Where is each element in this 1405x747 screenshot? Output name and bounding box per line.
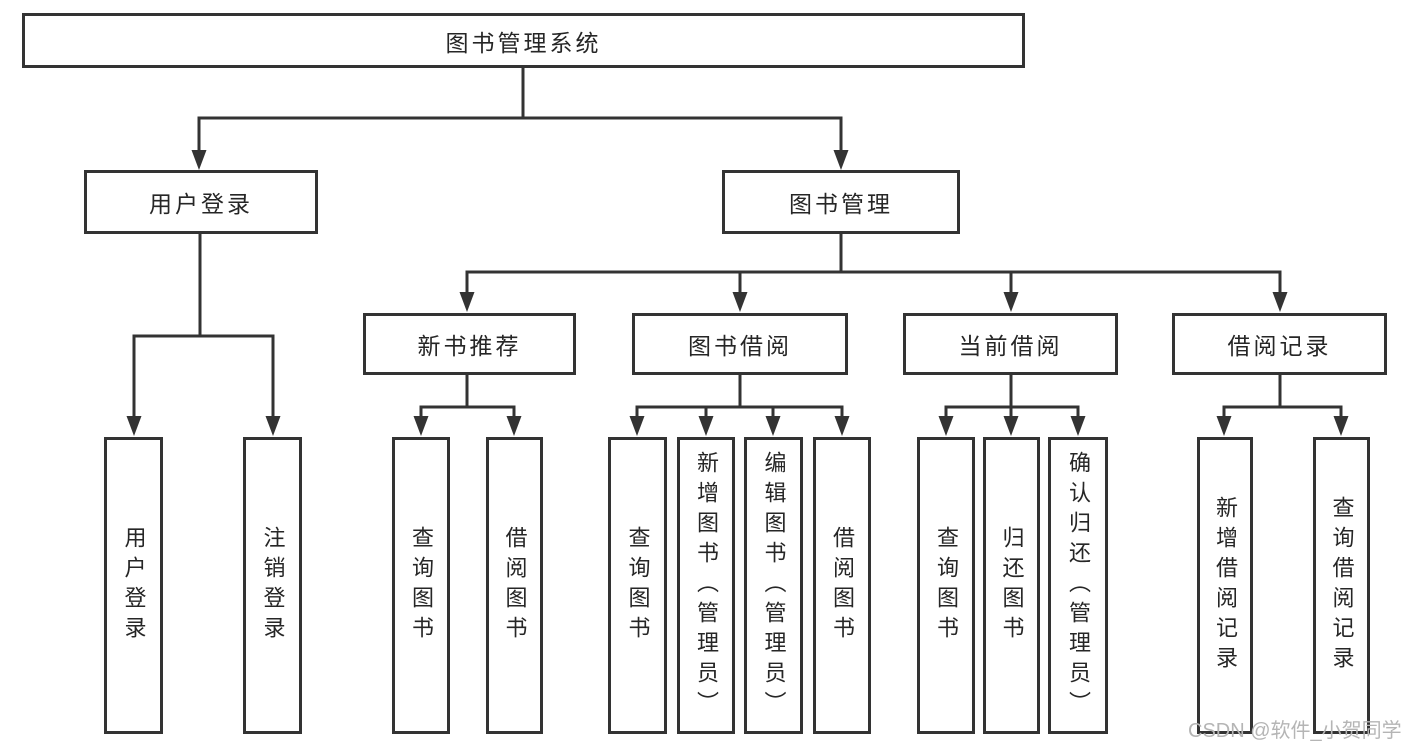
- arrowheads: [126, 150, 1349, 436]
- leaf-add-borrow-record: 新增借阅记录: [1197, 437, 1253, 734]
- leaf-confirm-return-admin: 确认归还（管理员）: [1048, 437, 1108, 734]
- node-current-borrow-label: 当前借阅: [958, 333, 1063, 359]
- leaf-query-books-recommend: 查询图书: [392, 437, 450, 734]
- leaf-edit-book-admin: 编辑图书（管理员）: [744, 437, 803, 734]
- node-book-borrow: 图书借阅: [632, 313, 848, 375]
- node-borrow-records-label: 借阅记录: [1227, 333, 1332, 359]
- leaf-query-books-current: 查询图书: [917, 437, 975, 734]
- leaf-return-book: 归还图书: [983, 437, 1040, 734]
- leaf-borrow-books: 借阅图书: [813, 437, 871, 734]
- leaf-user-login: 用户登录: [104, 437, 163, 734]
- node-root: 图书管理系统: [22, 13, 1025, 68]
- node-new-book-recommend: 新书推荐: [363, 313, 576, 375]
- leaf-query-books-borrow: 查询图书: [608, 437, 667, 734]
- node-borrow-records: 借阅记录: [1172, 313, 1387, 375]
- leaf-query-borrow-record: 查询借阅记录: [1313, 437, 1370, 734]
- node-book-borrow-label: 图书借阅: [688, 333, 792, 359]
- node-current-borrow: 当前借阅: [903, 313, 1118, 375]
- leaf-logout: 注销登录: [243, 437, 302, 734]
- node-user-login-label: 用户登录: [149, 191, 253, 217]
- node-book-management: 图书管理: [722, 170, 960, 234]
- watermark: CSDN @软件_小贺同学: [1188, 720, 1402, 742]
- node-book-management-label: 图书管理: [789, 191, 893, 217]
- leaf-borrow-books-recommend: 借阅图书: [486, 437, 543, 734]
- node-user-login: 用户登录: [84, 170, 318, 234]
- leaf-add-book-admin: 新增图书（管理员）: [677, 437, 735, 734]
- node-root-label: 图书管理系统: [445, 29, 602, 56]
- node-new-book-recommend-label: 新书推荐: [417, 333, 522, 359]
